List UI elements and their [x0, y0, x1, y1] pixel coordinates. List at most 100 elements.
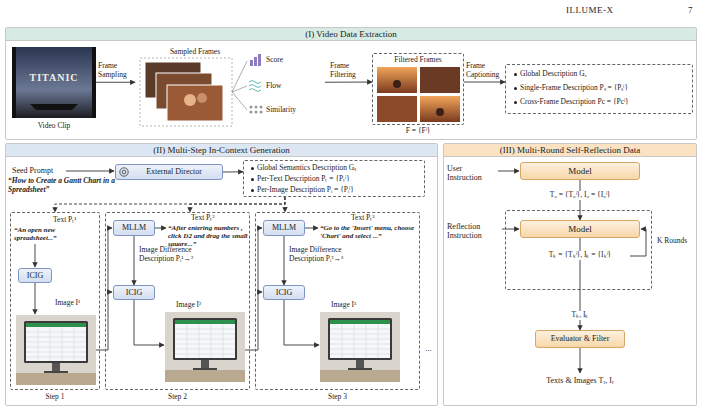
process-box: Model — [520, 220, 640, 238]
connector-arrow — [96, 82, 135, 83]
page-header: ILLUME-X — [566, 5, 636, 15]
art-use — [16, 315, 96, 385]
panel-title: (I) Video Data Extraction — [6, 28, 696, 41]
art-path — [498, 171, 519, 172]
annotation-label: Reflection Instruction — [447, 222, 502, 240]
similarity-icon — [250, 106, 263, 114]
node-label: Model — [568, 166, 592, 176]
art-circle — [184, 94, 196, 106]
director-icon — [120, 168, 128, 176]
connector-arrow — [325, 82, 372, 83]
process-box: MLLM — [113, 220, 155, 236]
art-rect — [254, 57, 257, 66]
step-box: ICIG Text Pₜ¹“An open new spreadsheet...”… — [10, 212, 100, 390]
annotation-label: User Instruction — [447, 164, 497, 182]
annotation-label: Similarity — [266, 106, 316, 115]
edge-label: Frame Captioning — [466, 62, 504, 79]
art-rect — [250, 60, 253, 66]
page-header: 7 — [688, 5, 700, 15]
node-label: Text Pₜ³ — [351, 214, 419, 223]
process-box: MLLM — [263, 220, 305, 236]
flow-icon — [249, 81, 261, 92]
art-use — [165, 312, 245, 382]
node-label: Image I² — [176, 301, 236, 310]
art-path — [66, 171, 114, 172]
node-label: Sampled Frames — [155, 48, 235, 57]
description-box: Global Description GᵥSingle-Frame Descri… — [505, 64, 693, 114]
art-rect — [258, 54, 261, 66]
screenshots — [16, 312, 400, 385]
edge-label: T₀ = {T₀ⁱ}, I₀ = {I₀ⁱ} — [530, 191, 630, 200]
art-circle — [260, 106, 263, 109]
art-rect — [167, 85, 223, 121]
connector-arrow — [134, 236, 135, 285]
node-label: Model — [568, 224, 592, 234]
step-box: MLLM ICIG Text Pₜ³“Go to the 'Insert' menu… — [255, 212, 420, 390]
connector-arrow — [55, 197, 285, 212]
node-label: Video Clip — [12, 122, 96, 131]
art-path — [245, 228, 262, 350]
art-rect — [12, 47, 96, 118]
node-label: Step 3 — [256, 393, 419, 402]
process-box: Evaluator & Filter — [535, 330, 625, 348]
flow-arrows — [35, 171, 646, 373]
node-label: Step 2 — [106, 393, 249, 402]
node-label: Text Pₜ² — [191, 214, 249, 223]
bullet-text: Single-Frame Description Pₛ = {Pₛⁱ} — [512, 84, 690, 93]
node-label: Image I¹ — [55, 299, 99, 308]
panel-title: (II) Multi-Step In-Context Generation — [6, 144, 437, 157]
art-circle — [250, 106, 253, 109]
connector-arrow — [223, 171, 243, 172]
prompt-quote: “Go to the 'Insert' menu, choose 'Chart'… — [320, 224, 418, 240]
node-label: Image I³ — [331, 301, 391, 310]
art-circle — [250, 111, 253, 114]
panel-title: (III) Multi-Round Self-Reflection Data — [444, 144, 696, 157]
art-path — [249, 89, 261, 92]
video-clip: Video Clip — [12, 47, 96, 133]
bullet-text: Per-Image Description Pᵢ = {Pᵢⁱ} — [249, 186, 424, 195]
art-path — [134, 300, 164, 345]
art-rect — [420, 67, 460, 93]
process-box: Model — [520, 162, 640, 180]
connector-arrow — [284, 236, 285, 285]
art-path — [108, 292, 112, 293]
process-box: ICIG — [18, 268, 52, 283]
annotation-label: TITANIC — [16, 72, 92, 84]
node-label: MLLM — [272, 223, 296, 232]
filtered-frames — [377, 67, 460, 122]
description-box: Global Semantics Description GₛPer-Text … — [243, 160, 425, 197]
node-label: Text Pₜ¹ — [53, 216, 99, 225]
node-label: F = {Fⁱ} — [373, 127, 463, 136]
score-icon — [250, 54, 261, 66]
art-rect — [12, 47, 16, 118]
art-circle — [260, 111, 263, 114]
annotation-label: Texts & Images Tᵣ, Iᵣ — [520, 376, 640, 385]
annotation-label: Flow — [266, 82, 316, 91]
node-label: ICIG — [276, 288, 292, 297]
art-circle — [255, 106, 258, 109]
art-rect — [140, 58, 232, 126]
connector-arrow — [464, 82, 505, 83]
art-path — [249, 81, 261, 84]
process-box: ICIG — [263, 285, 305, 300]
art-circle — [393, 80, 401, 88]
art-path — [258, 292, 262, 293]
art-path — [30, 104, 78, 110]
annotation-label: “How to Create a Gantt Chart in a Spread… — [8, 177, 116, 194]
connector-arrow — [190, 197, 285, 212]
art-use — [320, 312, 400, 382]
video-clip-image — [12, 47, 96, 118]
annotation-label: Score — [266, 56, 316, 65]
node-label: K Rounds — [657, 237, 695, 246]
art-path — [580, 348, 581, 373]
sampled-frames — [140, 58, 247, 126]
art-path — [232, 61, 247, 110]
art-circle — [120, 168, 128, 176]
node-label: Step 1 — [11, 393, 99, 402]
annotation-label: Tₖ = {Tₖⁱ}, Iₖ = {Iₖⁱ} — [530, 251, 630, 260]
prompt-quote: “An open new spreadsheet...” — [14, 226, 98, 242]
art-path — [35, 244, 36, 267]
art-circle — [122, 170, 126, 174]
connector-arrow — [580, 180, 581, 220]
